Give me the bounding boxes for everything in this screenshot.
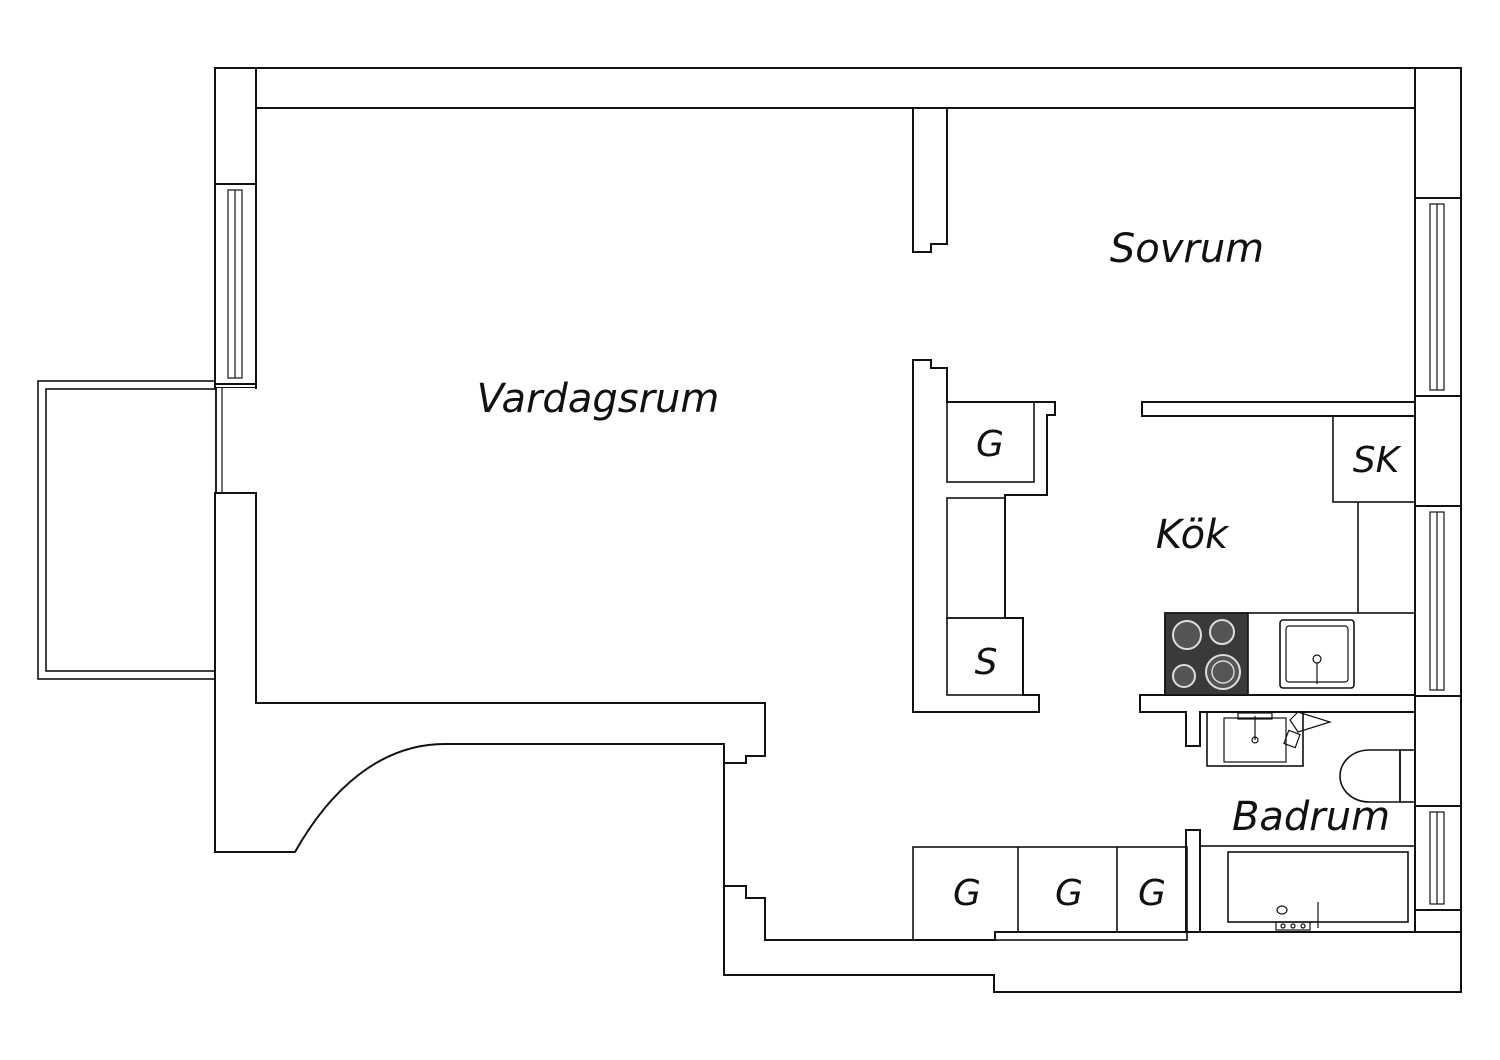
- window-bathroom: [1414, 805, 1462, 911]
- exterior-walls: [214, 67, 1462, 993]
- kitchen-sink: [1279, 619, 1355, 689]
- toilet: [1339, 749, 1416, 803]
- bathroom-sink: [1206, 711, 1333, 767]
- balcony: [37, 380, 217, 680]
- room-label-kitchen: Kök: [1156, 512, 1230, 558]
- room-label-living-room: Vardagsrum: [477, 376, 720, 422]
- hall-wardrobes: [912, 846, 1188, 941]
- label-storage-kitchen: S: [975, 642, 998, 683]
- label-wardrobe-hall-2: G: [1055, 873, 1083, 914]
- wall-stub-top: [912, 107, 948, 253]
- label-wardrobe-hall-1: G: [953, 873, 981, 914]
- bathroom-top-wall: [1139, 694, 1416, 747]
- bathroom-left-wall: [1185, 829, 1201, 933]
- bedroom-kitchen-wall: [1141, 401, 1416, 417]
- label-wardrobe-kitchen: G: [976, 424, 1004, 465]
- kitchen-partition: [912, 359, 1056, 713]
- window-kitchen: [1414, 505, 1462, 697]
- bathtub: [1199, 845, 1416, 933]
- window-left: [214, 183, 257, 385]
- label-wardrobe-hall-3: G: [1138, 873, 1166, 914]
- label-cabinet-kitchen: SK: [1353, 440, 1402, 481]
- room-label-bathroom: Badrum: [1232, 794, 1390, 840]
- window-bedroom: [1414, 197, 1462, 397]
- room-label-bedroom: Sovrum: [1110, 226, 1264, 272]
- stove: [1164, 612, 1249, 696]
